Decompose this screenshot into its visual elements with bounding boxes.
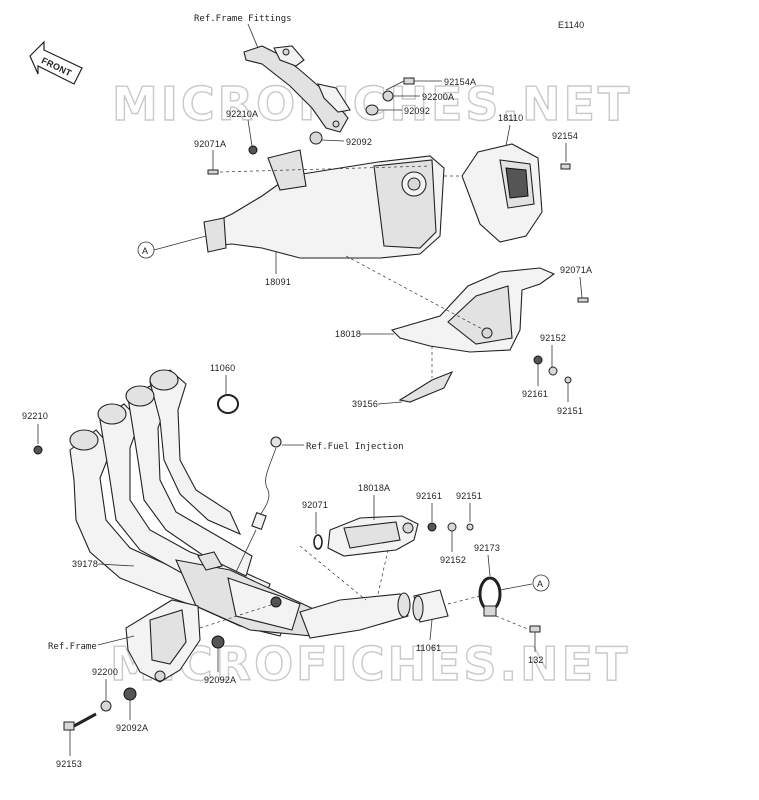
part-92153: 92153 — [56, 759, 82, 769]
part-132: 132 — [528, 655, 544, 665]
part-92200: 92200 — [92, 667, 118, 677]
part-92151-top: 92151 — [557, 406, 583, 416]
part-92092A-right: 92092A — [204, 675, 236, 685]
front-arrow-icon: FRONT — [29, 40, 83, 85]
end-cap-18110 — [461, 143, 543, 243]
part-11061: 11061 — [416, 643, 441, 653]
heat-pad-39156 — [398, 370, 454, 403]
part-92071A-left: 92071A — [194, 139, 226, 149]
heat-shield-18018A — [327, 515, 419, 557]
oxygen-sensor — [235, 436, 282, 573]
gasket-11061 — [412, 589, 449, 623]
part-92210: 92210 — [22, 411, 48, 421]
center-pipe — [299, 592, 411, 639]
exhaust-header-39178 — [69, 369, 321, 637]
part-18091: 18091 — [265, 277, 291, 287]
collar-92092-mid — [309, 131, 323, 145]
callout-a-bottom — [532, 574, 550, 592]
ref-frame-fittings-label: Ref.Frame Fittings — [194, 14, 292, 24]
collar-92092A-right — [211, 635, 225, 649]
part-39156: 39156 — [352, 399, 378, 409]
clip-92071 — [313, 534, 323, 550]
part-92210A: 92210A — [226, 109, 258, 119]
heat-shield-18018 — [390, 267, 556, 353]
frame-fitting-bracket — [243, 45, 351, 133]
part-92071: 92071 — [302, 500, 328, 510]
part-92092A-left: 92092A — [116, 723, 148, 733]
watermark-top: MICROFICHES.NET — [112, 77, 632, 131]
clamp-92173 — [478, 576, 502, 617]
part-92154: 92154 — [552, 131, 578, 141]
part-92154A: 92154A — [444, 77, 476, 87]
gasket-11060 — [217, 394, 239, 414]
washer-92200 — [100, 700, 112, 712]
callout-a-top-label: A — [142, 246, 148, 256]
part-92173: 92173 — [474, 543, 500, 553]
bolt-92153 — [63, 712, 97, 731]
part-39178: 39178 — [72, 559, 98, 569]
part-92071A-right: 92071A — [560, 265, 592, 275]
part-18110: 18110 — [498, 113, 523, 123]
part-92151-mid: 92151 — [456, 491, 482, 501]
muffler-18091 — [203, 149, 445, 259]
part-92200A: 92200A — [422, 92, 454, 102]
part-92092-top: 92092 — [404, 106, 430, 116]
washer-92200A — [382, 90, 394, 102]
part-18018A: 18018A — [358, 483, 390, 493]
part-92152-top: 92152 — [540, 333, 566, 343]
collar-92092-top — [365, 104, 379, 116]
diagram-code: E1140 — [558, 20, 584, 30]
callout-a-bottom-label: A — [537, 579, 543, 589]
part-92152-mid: 92152 — [440, 555, 466, 565]
ref-fuel-injection-label: Ref.Fuel Injection — [306, 442, 404, 452]
part-11060: 11060 — [210, 363, 235, 373]
ref-frame-label: Ref.Frame — [48, 642, 97, 652]
part-92161-top: 92161 — [522, 389, 548, 399]
frame-mount-bracket — [125, 599, 201, 683]
collar-92092A-left — [123, 687, 137, 701]
part-92092-mid: 92092 — [346, 137, 372, 147]
part-18018: 18018 — [335, 329, 361, 339]
part-92161-mid: 92161 — [416, 491, 442, 501]
